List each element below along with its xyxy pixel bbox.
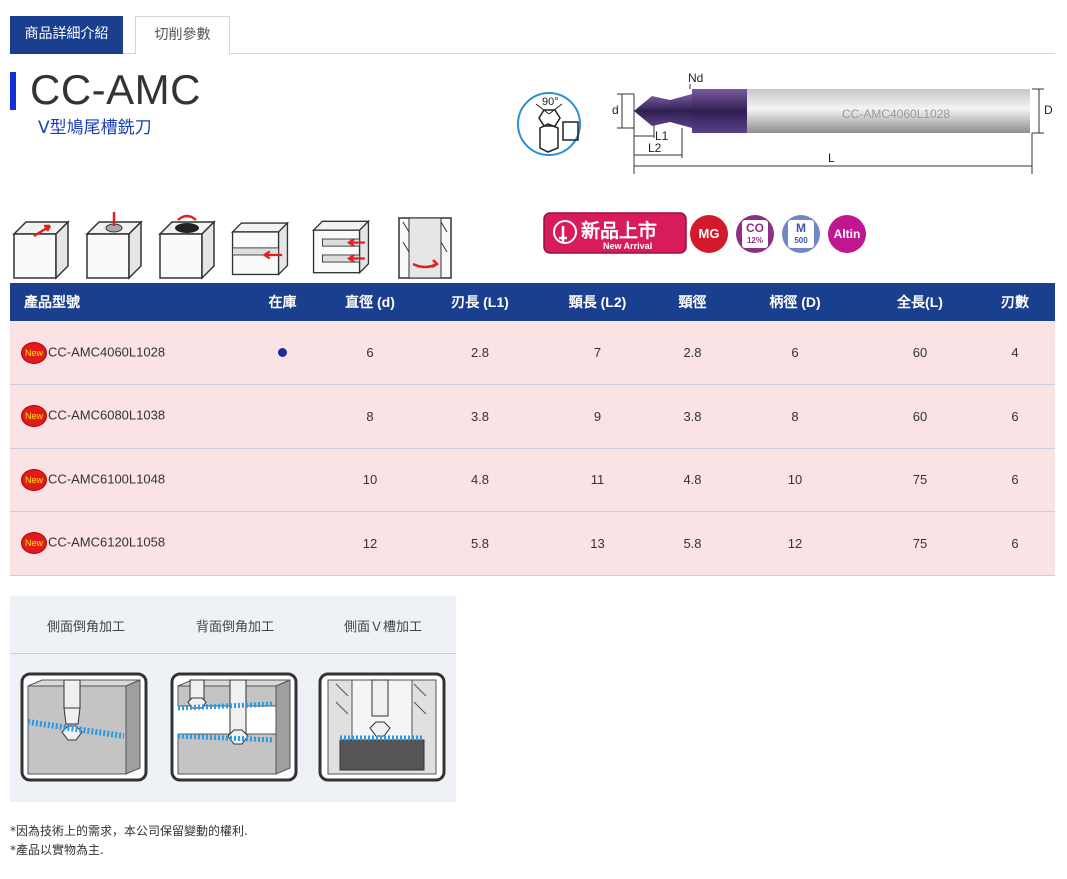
model-number: CC-AMC6100L1048 [48,471,166,487]
tab-product-details[interactable]: 商品詳細介紹 [10,16,123,54]
m500-badge: M 500 [782,215,820,253]
drilling-icon [85,212,143,280]
cell-shank-diameter: 8 [725,384,865,449]
cell-neck-diameter: 2.8 [660,321,725,385]
mg-badge: MG [690,215,728,253]
tab-bar: 商品詳細介紹 切削參數 [10,16,1055,54]
header-shank-diameter: 柄徑 (D) [725,283,865,321]
cobalt-badge: CO 12% [736,215,774,253]
cell-diameter: 8 [315,384,425,449]
model-number: CC-AMC4060L1028 [48,343,166,359]
tool-engraving: CC-AMC4060L1028 [842,107,950,121]
table-header-row: 產品型號 在庫 直徑 (d) 刃長 (L1) 頸長 (L2) 頸徑 柄徑 (D)… [10,283,1055,321]
application-header: 側面倒角加工 背面倒角加工 側面Ｖ槽加工 [10,596,456,654]
slot-milling-icon [230,221,290,277]
spec-table: 產品型號 在庫 直徑 (d) 刃長 (L1) 頸長 (L2) 頸徑 柄徑 (D)… [10,283,1055,576]
cell-shank-diameter: 12 [725,511,865,576]
page-subtitle: V型鳩尾槽銑刀 [38,118,152,138]
cell-stock [250,384,315,449]
angle-circle-icon: 90° [517,92,581,156]
note-line: *產品以實物為主. [10,843,104,857]
model-number: CC-AMC6120L1058 [48,534,166,550]
header-neck-length: 頸長 (L2) [535,283,660,321]
header-flute-length: 刃長 (L1) [425,283,535,321]
cell-flute-length: 5.8 [425,511,535,576]
cell-neck-length: 7 [535,321,660,385]
tool-dimension-diagram: 90° CC-AMC4060L1028 [512,66,1062,186]
cell-stock [250,448,315,512]
header-flutes: 刃數 [975,283,1055,321]
product-badges: 新品上市 New Arrival MG CO 12% M 500 Altin [543,212,883,258]
cell-overall-length: 60 [865,321,975,385]
cell-flute-length: 4.8 [425,448,535,512]
side-milling-icon [311,219,371,275]
title-accent-bar [10,72,16,110]
application-label-back-chamfer: 背面倒角加工 [195,620,274,635]
dim-L2-label: L2 [648,141,662,155]
dim-D-label: D [1044,103,1053,117]
cell-overall-length: 75 [865,511,975,576]
side-chamfer-illustration [20,672,148,782]
side-v-groove-illustration [318,672,446,782]
cell-neck-length: 9 [535,384,660,449]
cell-flutes: 6 [975,384,1055,449]
new-arrival-badge: 新品上市 New Arrival [543,212,687,254]
header-stock: 在庫 [250,283,315,321]
dim-d-label: d [612,103,619,117]
cell-overall-length: 60 [865,384,975,449]
cell-neck-length: 13 [535,511,660,576]
cell-diameter: 6 [315,321,425,385]
dim-L1-label: L1 [655,129,669,143]
new-icon: New [22,406,46,427]
cell-flute-length: 3.8 [425,384,535,449]
cell-flutes: 4 [975,321,1055,385]
model-number: CC-AMC6080L1038 [48,407,166,423]
end-mill-drawing: CC-AMC4060L1028 d D Nd L1 L2 L [612,71,1053,174]
cell-shank-diameter: 6 [725,321,865,385]
face-milling-icon [12,220,70,280]
disclaimer-notes: *因為技術上的需求，本公司保留變動的權利. *產品以實物為主. [10,822,248,860]
cell-neck-length: 11 [535,448,660,512]
header-model: 產品型號 [10,283,250,321]
cell-shank-diameter: 10 [725,448,865,512]
cell-stock [250,511,315,576]
cell-flute-length: 2.8 [425,321,535,385]
machining-type-icons [10,212,460,284]
cell-neck-diameter: 3.8 [660,384,725,449]
in-stock-icon [278,348,287,357]
angle-label: 90° [542,96,559,108]
cell-overall-length: 75 [865,448,975,512]
pocket-milling-icon [158,214,216,280]
cell-diameter: 10 [315,448,425,512]
application-panel: 側面倒角加工 背面倒角加工 側面Ｖ槽加工 [10,596,456,802]
cell-flutes: 6 [975,511,1055,576]
new-icon: New [22,342,46,363]
cell-neck-diameter: 5.8 [660,511,725,576]
header-neck-diameter: 頸徑 [660,283,725,321]
new-icon: New [22,469,46,490]
new-icon: New [22,533,46,554]
application-label-side-chamfer: 側面倒角加工 [46,620,125,635]
tab-cutting-parameters[interactable]: 切削參數 [135,16,230,54]
cell-diameter: 12 [315,511,425,576]
dim-nd-label: Nd [688,71,703,85]
cell-neck-diameter: 4.8 [660,448,725,512]
altin-coating-badge: Altin [828,215,866,253]
new-arrival-main: 新品上市 [581,219,657,242]
dim-L-label: L [828,151,835,165]
cell-flutes: 6 [975,448,1055,512]
application-label-side-v-groove: 側面Ｖ槽加工 [343,620,422,635]
touch-icon [553,220,577,244]
new-arrival-sub: New Arrival [603,241,652,251]
header-diameter: 直徑 (d) [315,283,425,321]
header-overall-length: 全長(L) [865,283,975,321]
note-line: *因為技術上的需求，本公司保留變動的權利. [10,824,248,838]
back-chamfer-illustration [170,672,298,782]
page-title: CC-AMC [30,66,201,113]
bore-milling-icon [398,217,452,279]
